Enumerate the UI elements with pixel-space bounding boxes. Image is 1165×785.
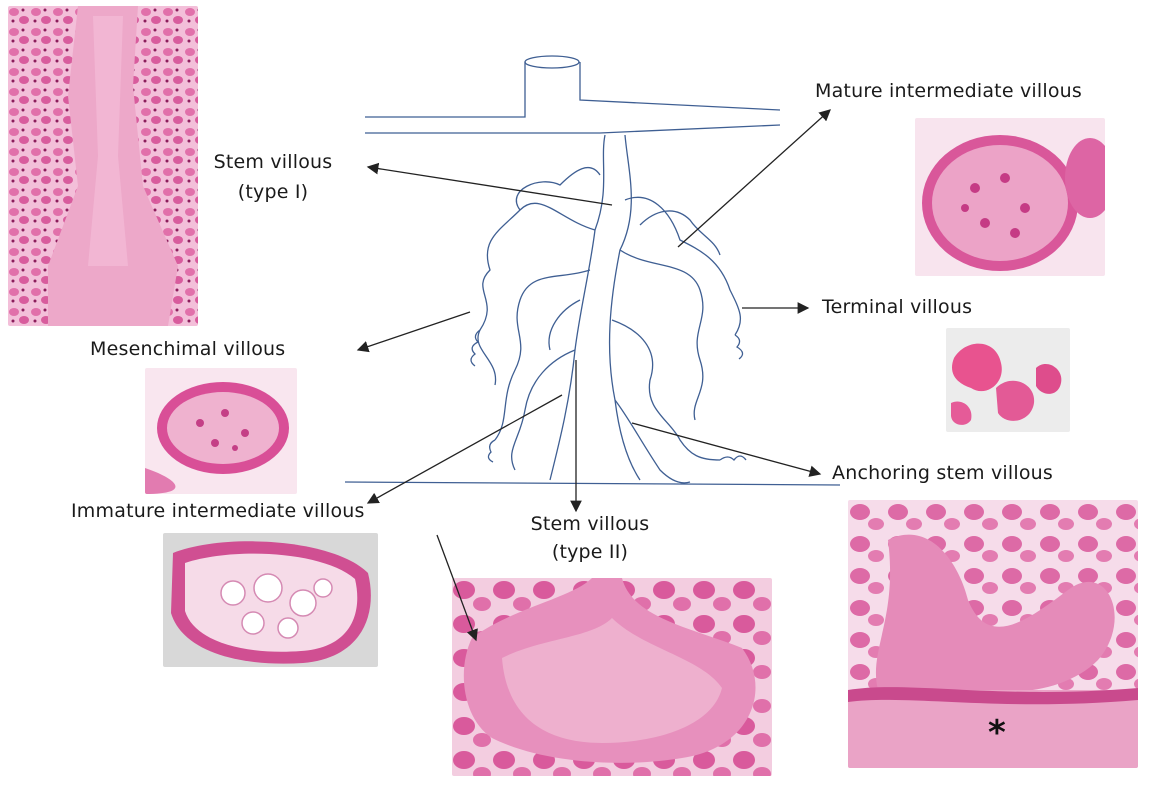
chorionic-plate-line — [365, 62, 780, 117]
label-mature-intermediate-villous: Mature intermediate villous — [815, 80, 1082, 104]
label-stem-type1-line2: (type I) — [208, 181, 338, 205]
basal-plate-line — [345, 482, 840, 485]
label-stem-villous-type2: Stem villous (type II) — [525, 513, 655, 565]
arrow-anchoring — [632, 423, 820, 474]
arrow-mesenchimal — [358, 312, 470, 350]
arrow-immature-to-panel — [437, 535, 476, 640]
label-stem-type2-line2: (type II) — [525, 541, 655, 565]
arrow-mature-intermediate — [678, 110, 830, 247]
arrow-immature-intermediate — [368, 395, 562, 503]
label-terminal-villous: Terminal villous — [822, 296, 972, 320]
label-stem-type2-line1: Stem villous — [525, 513, 655, 537]
label-stem-type1-line1: Stem villous — [208, 151, 338, 175]
label-immature-intermediate-villous: Immature intermediate villous — [71, 500, 365, 524]
umbilical-vessel-top — [525, 56, 579, 68]
label-anchoring-stem-villous: Anchoring stem villous — [832, 462, 1053, 486]
label-stem-villous-type1: Stem villous (type I) — [208, 151, 338, 205]
label-mesenchimal-villous: Mesenchimal villous — [90, 338, 285, 362]
